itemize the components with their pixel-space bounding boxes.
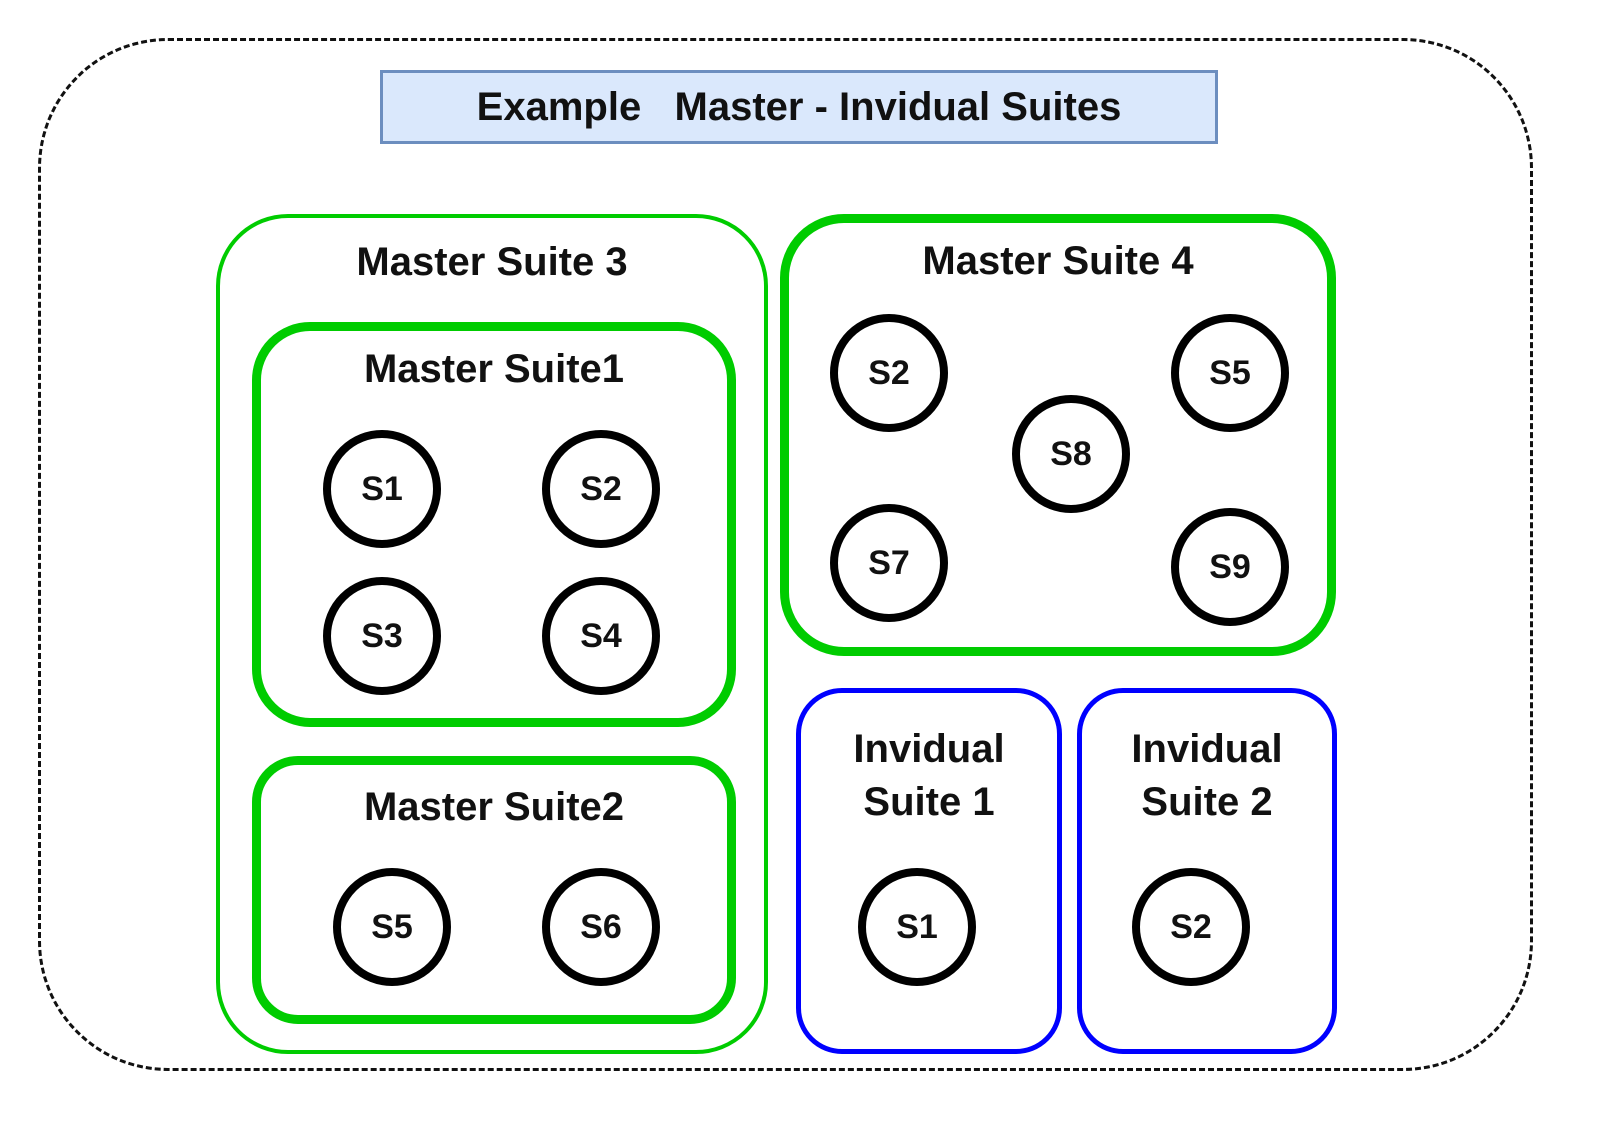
master-suite-1-label: Master Suite1 (363, 347, 625, 391)
suite-node: S1 (323, 430, 441, 548)
individual-suite-2: Invidual Suite 2 (1077, 688, 1337, 1054)
individual-suite-2-label: Invidual Suite 2 (1082, 723, 1332, 829)
suite-node: S2 (542, 430, 660, 548)
suite-node: S5 (1171, 314, 1289, 432)
master-suite-1: Master Suite1 (252, 322, 736, 727)
individual-suite-1-label-line1: Invidual (853, 727, 1005, 771)
diagram-title: Example Master - Invidual Suites (380, 70, 1218, 144)
suite-node: S3 (323, 577, 441, 695)
individual-suite-2-label-line1: Invidual (1131, 727, 1283, 771)
suite-node: S2 (1132, 868, 1250, 986)
master-suite-3: Master Suite 3 (216, 214, 768, 1054)
master-suite-3-label: Master Suite 3 (356, 240, 628, 284)
suite-node: S8 (1012, 395, 1130, 513)
suite-node: S7 (830, 504, 948, 622)
suite-node: S2 (830, 314, 948, 432)
individual-suite-1-label: Invidual Suite 1 (801, 723, 1057, 829)
individual-suite-1: Invidual Suite 1 (796, 688, 1062, 1054)
suite-node: S4 (542, 577, 660, 695)
suite-node: S6 (542, 868, 660, 986)
suite-node: S9 (1171, 508, 1289, 626)
master-suite-2: Master Suite2 (252, 756, 736, 1024)
suite-node: S1 (858, 868, 976, 986)
suite-node: S5 (333, 868, 451, 986)
master-suite-4-label: Master Suite 4 (922, 239, 1194, 283)
individual-suite-1-label-line2: Suite 1 (863, 779, 995, 824)
master-suite-4: Master Suite 4 (780, 214, 1336, 656)
outer-dashed-frame (38, 38, 1533, 1071)
master-suite-2-label: Master Suite2 (363, 785, 625, 829)
individual-suite-2-label-line2: Suite 2 (1141, 779, 1273, 824)
